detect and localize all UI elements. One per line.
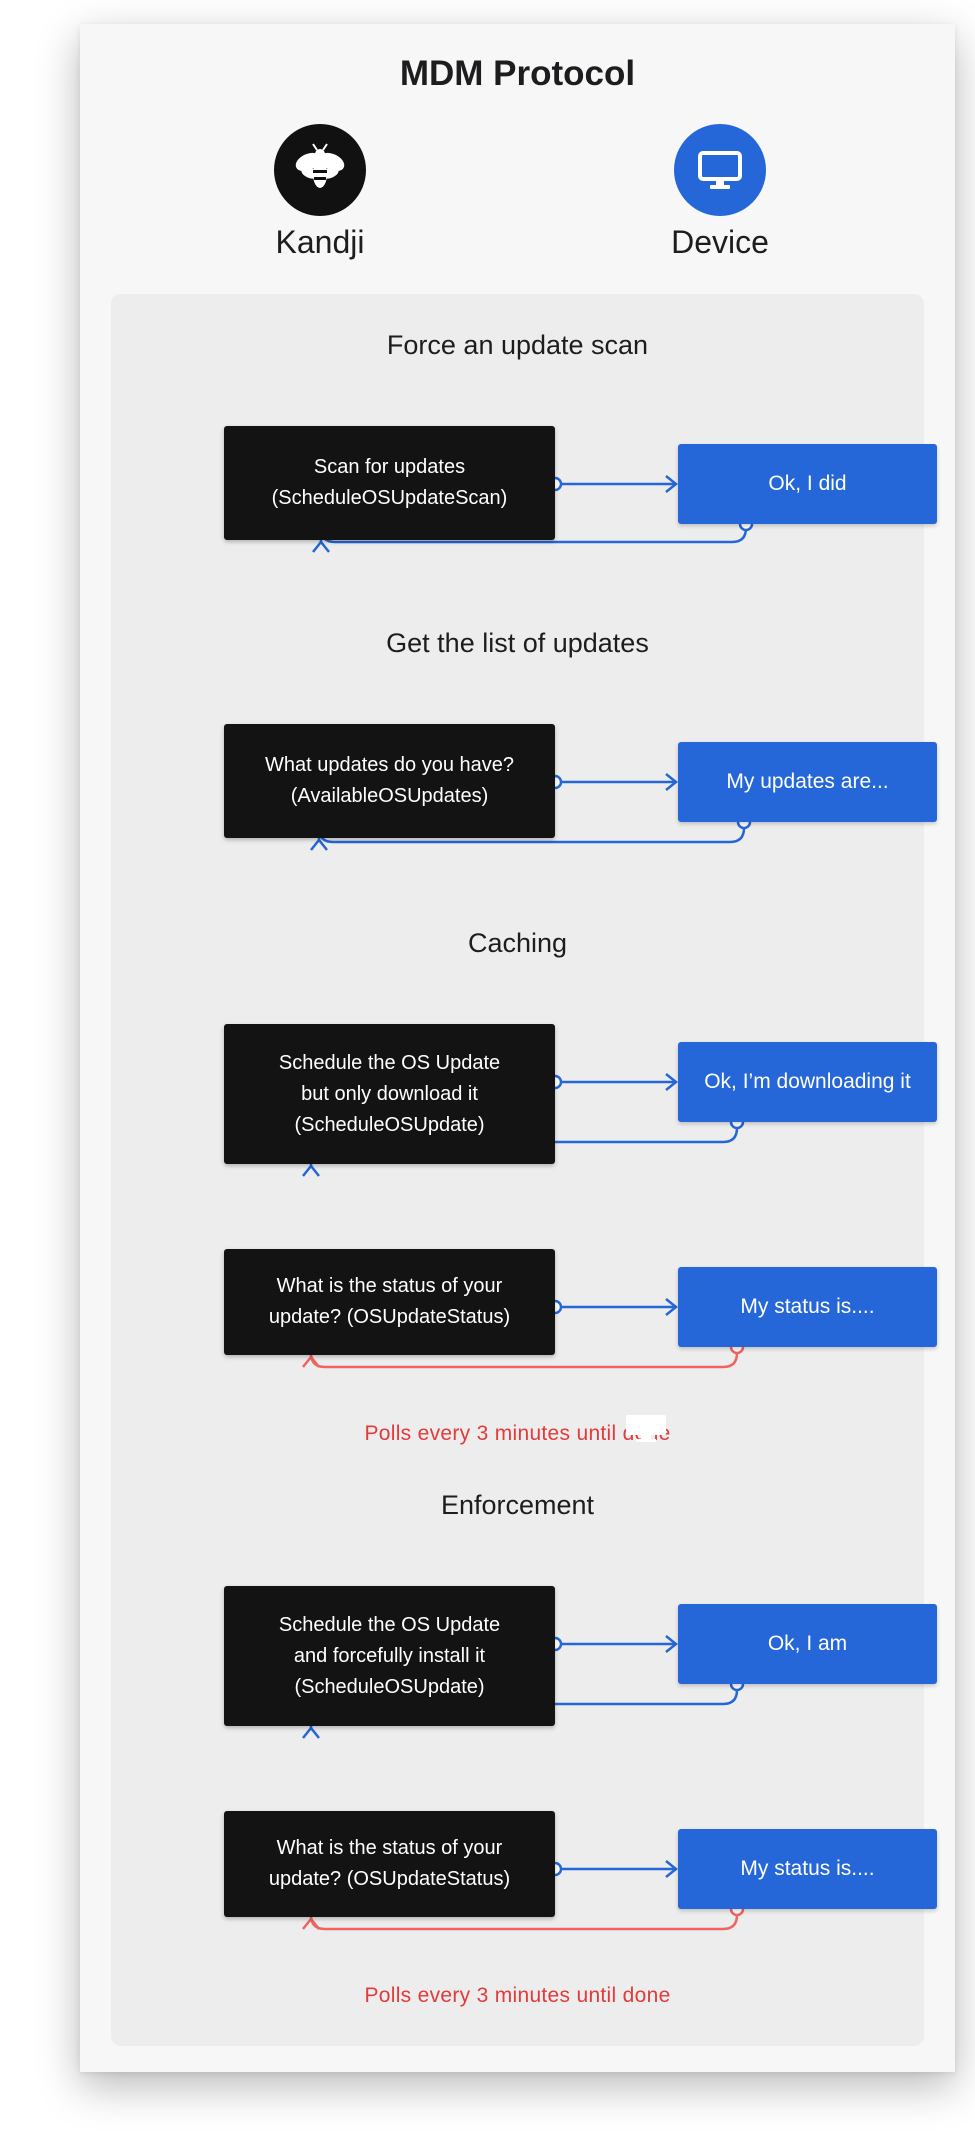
connector-layer <box>302 475 754 1931</box>
request-box: What is the status of your update? (OSUp… <box>224 1811 555 1917</box>
request-box: What updates do you have? (AvailableOSUp… <box>224 724 555 838</box>
actor-device: Device <box>620 124 820 261</box>
section-title: Enforcement <box>440 1490 595 1520</box>
diagram-card: MDM Protocol Kandji <box>80 24 955 2072</box>
request-box: What is the status of your update? (OSUp… <box>224 1249 555 1355</box>
return-arrowhead <box>310 837 328 851</box>
section-title: Caching <box>467 928 568 958</box>
polling-note: Polls every 3 minutes until done <box>364 1422 671 1445</box>
bee-icon <box>274 124 366 216</box>
request-box: Schedule the OS Update but only download… <box>224 1024 555 1164</box>
actor-device-name: Device <box>671 224 769 260</box>
return-arrowhead <box>302 1163 320 1177</box>
monitor-icon <box>626 1415 666 1442</box>
return-arrowhead <box>302 1725 320 1739</box>
return-arrowhead <box>302 1354 320 1368</box>
section-title: Force an update scan <box>386 330 649 360</box>
response-box: My status is.... <box>678 1267 937 1347</box>
return-arrowhead <box>302 1916 320 1930</box>
response-box: Ok, I did <box>678 444 937 524</box>
request-arrowhead <box>665 1860 679 1878</box>
request-arrowhead <box>665 475 679 493</box>
request-box: Schedule the OS Update and forcefully in… <box>224 1586 555 1726</box>
request-arrowhead <box>665 773 679 791</box>
request-arrowhead <box>665 1298 679 1316</box>
polling-note: Polls every 3 minutes until done <box>364 1984 671 2007</box>
actor-kandji: Kandji <box>220 124 420 261</box>
response-box: Ok, I am <box>678 1604 937 1684</box>
return-arrowhead <box>312 539 330 553</box>
section-title: Get the list of updates <box>386 628 649 658</box>
actor-kandji-name: Kandji <box>275 224 365 260</box>
response-box: My updates are... <box>678 742 937 822</box>
request-arrowhead <box>665 1635 679 1653</box>
response-box: Ok, I’m downloading it <box>678 1042 937 1122</box>
monitor-icon <box>674 124 766 216</box>
diagram-title: MDM Protocol <box>399 54 636 93</box>
response-box: My status is.... <box>678 1829 937 1909</box>
request-arrowhead <box>665 1073 679 1091</box>
request-box: Scan for updates (ScheduleOSUpdateScan) <box>224 426 555 540</box>
